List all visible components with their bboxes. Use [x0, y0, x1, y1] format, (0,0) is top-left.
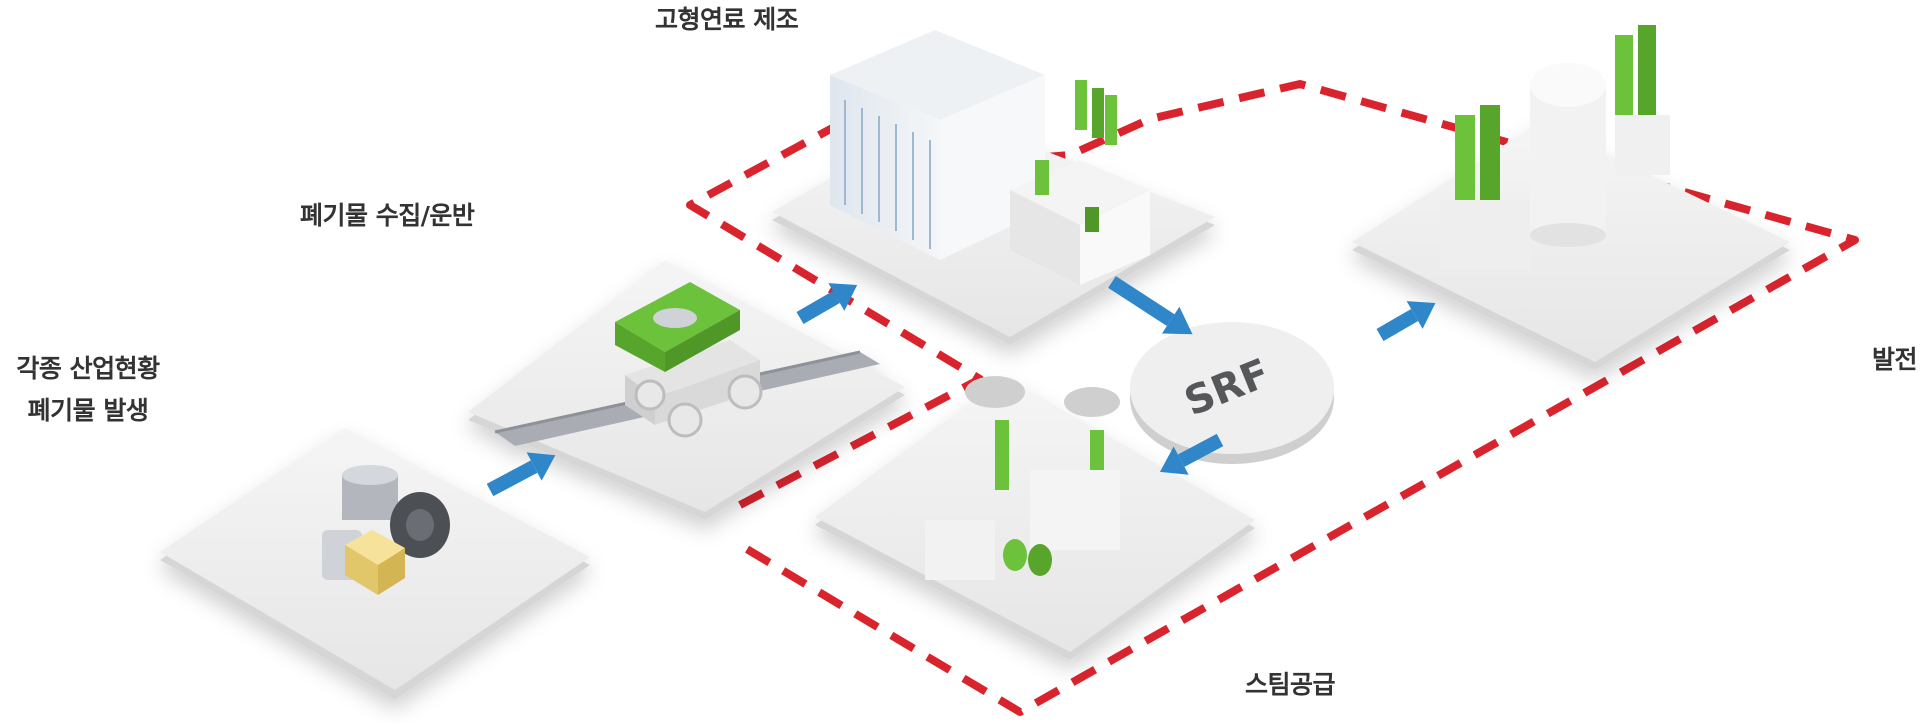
arrow-srf-to-power — [1376, 301, 1436, 342]
label-srf-manufacturing: 고형연료 제조 — [655, 5, 799, 34]
arrow-srf-plant-to-srf — [1108, 276, 1193, 335]
arrow-waste-to-collection — [486, 452, 556, 497]
label-steam-supply: 스팀공급 — [1245, 670, 1336, 699]
label-waste-generation: 각종 산업현황 폐기물 발생 — [0, 348, 176, 432]
steam-plant-icon — [925, 376, 1120, 580]
label-power-generation: 발전 — [1872, 345, 1918, 374]
power-plant-icon — [1440, 25, 1670, 270]
label-collection-transport: 폐기물 수집/운반 — [300, 201, 475, 230]
srf-badge: SRF — [1130, 322, 1334, 464]
arrow-collection-to-srf-plant — [796, 283, 858, 325]
label-waste-generation-line2: 폐기물 발생 — [27, 396, 149, 425]
flow-arrows — [486, 276, 1436, 497]
dump-truck-icon — [615, 282, 763, 438]
waste-items-icon — [322, 465, 450, 595]
factory-building-icon — [830, 30, 1150, 285]
arrow-srf-to-steam — [1159, 433, 1224, 475]
label-waste-generation-line1: 각종 산업현황 — [16, 354, 160, 383]
